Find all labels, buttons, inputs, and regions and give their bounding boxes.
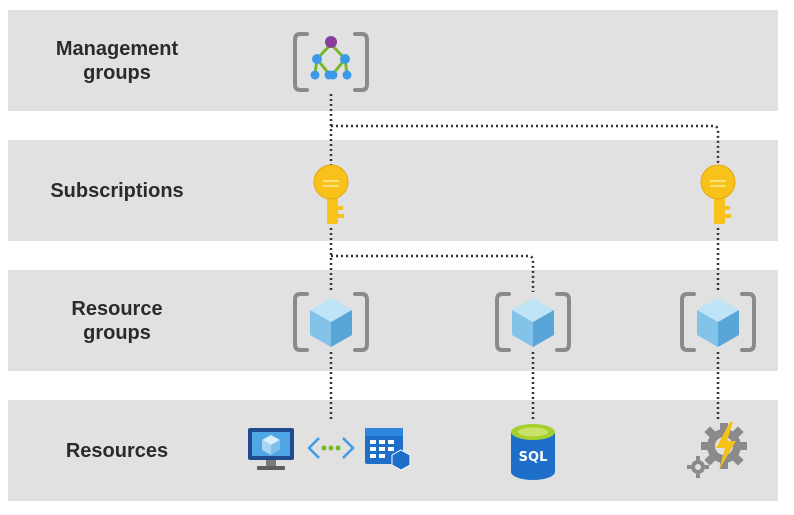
resource-group-cube-icon bbox=[293, 292, 369, 352]
subscription-key-icon bbox=[700, 164, 736, 225]
sql-database-label: SQL bbox=[519, 450, 548, 465]
connector-subscription-to-rg-2 bbox=[331, 254, 535, 292]
resource-group-cube-icon bbox=[495, 292, 571, 352]
virtual-machine-monitor-icon bbox=[248, 428, 294, 470]
connector-mg-to-subscription-2 bbox=[331, 124, 720, 168]
connectors bbox=[329, 94, 720, 422]
layer-label-subscriptions: Subscriptions bbox=[50, 179, 184, 202]
layer-label-management-groups: Management groups bbox=[55, 37, 179, 84]
app-service-plan-icon bbox=[365, 428, 411, 471]
sql-database-icon: SQL bbox=[511, 424, 555, 480]
management-group-hierarchy-icon bbox=[293, 32, 369, 92]
virtual-network-icon bbox=[307, 437, 355, 459]
layer-label-resources: Resources bbox=[65, 439, 169, 462]
function-app-gears-icon bbox=[687, 422, 747, 478]
band-subscriptions: Subscriptions bbox=[8, 140, 778, 241]
resource-group-cube-icon bbox=[680, 292, 756, 352]
subscription-key-icon bbox=[313, 164, 349, 225]
layer-label-resource-groups: Resource groups bbox=[71, 297, 163, 344]
band-management-groups: Management groups bbox=[8, 10, 778, 111]
band-resource-groups: Resource groups bbox=[8, 270, 778, 371]
